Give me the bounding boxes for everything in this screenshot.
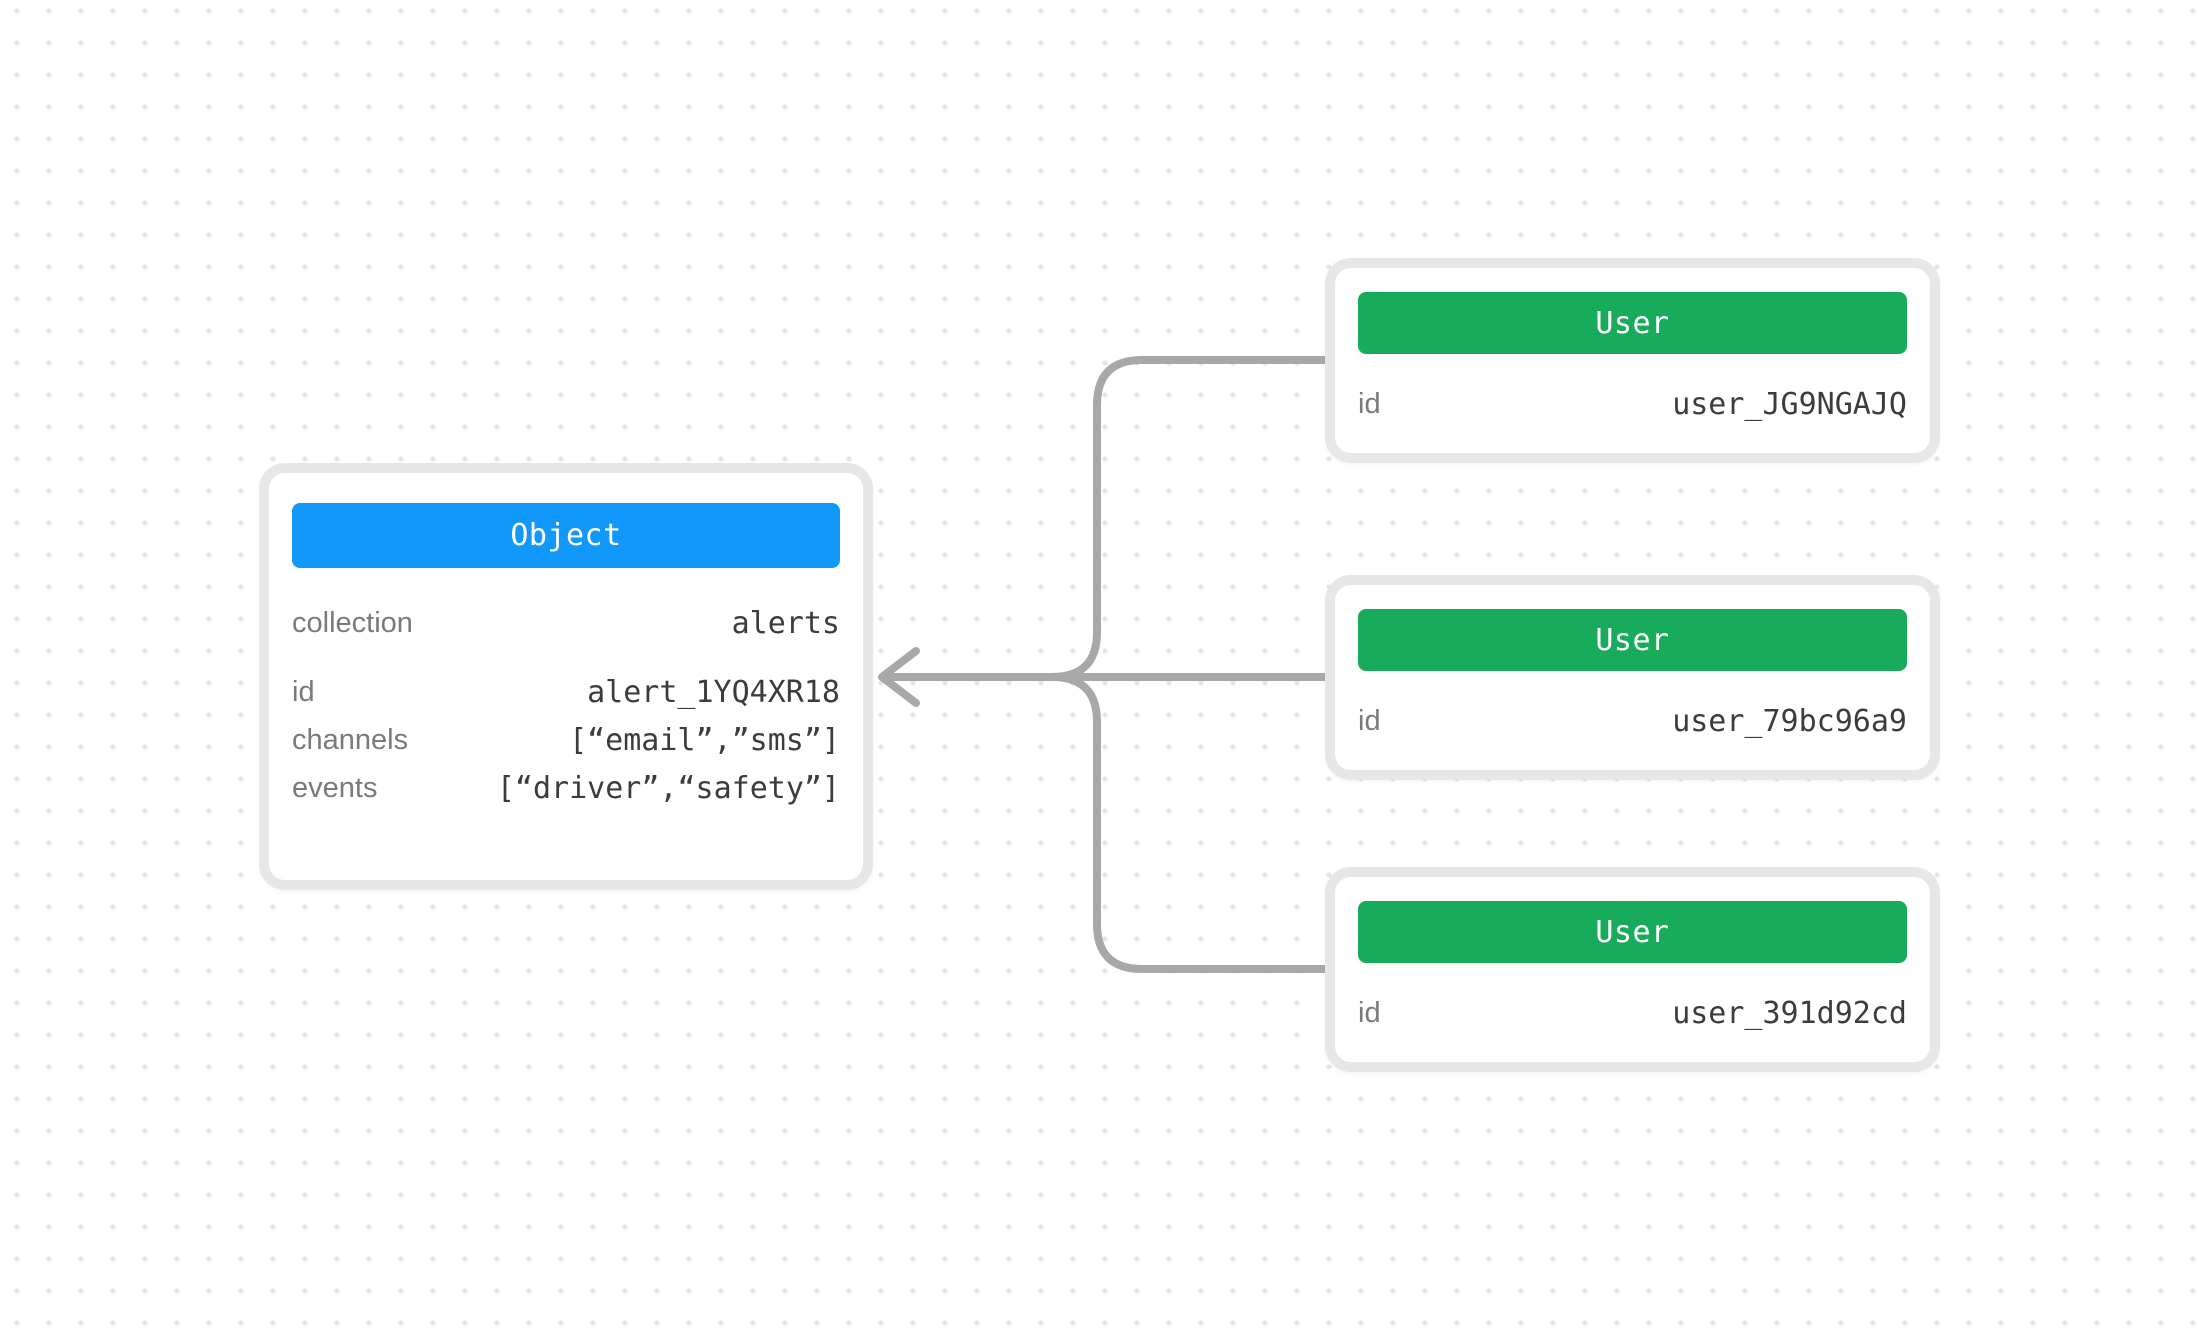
field-label: id <box>1358 704 1381 737</box>
field-value: user_79bc96a9 <box>1672 703 1907 739</box>
field-value: user_JG9NGAJQ <box>1672 386 1907 422</box>
field-label: collection <box>292 606 413 639</box>
connector-branch-top <box>1048 356 1333 681</box>
field-label: id <box>292 675 315 708</box>
user-card-header: User <box>1358 292 1907 354</box>
user-card-2[interactable]: User id user_79bc96a9 <box>1325 575 1940 780</box>
field-row-id: id user_JG9NGAJQ <box>1358 381 1907 427</box>
field-row-id: id user_391d92cd <box>1358 990 1907 1036</box>
object-card-fields: id alert_1YQ4XR18 channels [“email”,”sms… <box>292 668 840 812</box>
object-card-body: collection alerts id alert_1YQ4XR18 chan… <box>269 600 863 812</box>
field-value: [“driver”,“safety”] <box>496 770 840 806</box>
field-label: events <box>292 771 378 804</box>
user-card-header: User <box>1358 901 1907 963</box>
user-card-1[interactable]: User id user_JG9NGAJQ <box>1325 258 1940 463</box>
field-row-collection: collection alerts <box>292 600 840 646</box>
object-card-title: Object <box>510 518 622 553</box>
field-row-events: events [“driver”,“safety”] <box>292 764 840 812</box>
field-value: alerts <box>731 605 840 641</box>
field-label: id <box>1358 387 1381 420</box>
field-label: channels <box>292 723 409 756</box>
user-card-body: id user_391d92cd <box>1335 990 1930 1036</box>
user-card-body: id user_79bc96a9 <box>1335 698 1930 744</box>
field-value: [“email”,”sms”] <box>569 722 840 758</box>
field-label: id <box>1358 996 1381 1029</box>
arrow-left-icon <box>878 647 920 707</box>
field-row-id: id alert_1YQ4XR18 <box>292 668 840 716</box>
user-card-title: User <box>1595 622 1670 658</box>
object-card-header: Object <box>292 503 840 568</box>
user-card-body: id user_JG9NGAJQ <box>1335 381 1930 427</box>
field-row-id: id user_79bc96a9 <box>1358 698 1907 744</box>
user-card-3[interactable]: User id user_391d92cd <box>1325 867 1940 1072</box>
user-card-header: User <box>1358 609 1907 671</box>
object-card[interactable]: Object collection alerts id alert_1YQ4XR… <box>259 463 873 890</box>
user-card-title: User <box>1595 914 1670 950</box>
user-card-title: User <box>1595 305 1670 341</box>
field-value: alert_1YQ4XR18 <box>587 674 840 710</box>
field-row-channels: channels [“email”,”sms”] <box>292 716 840 764</box>
field-value: user_391d92cd <box>1672 995 1907 1031</box>
connector-branch-bottom <box>1048 673 1333 973</box>
